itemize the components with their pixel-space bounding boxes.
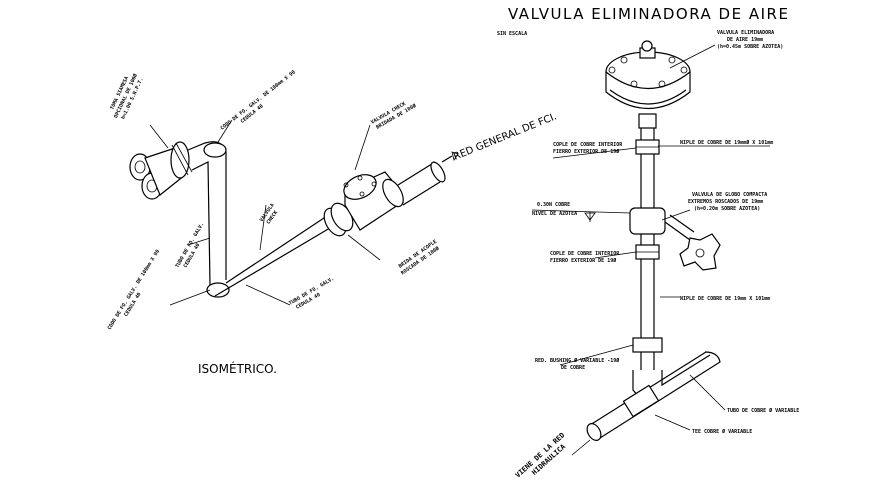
tee-pipe xyxy=(586,351,721,441)
label-tee: TEE COBRE Ø VARIABLE xyxy=(692,428,752,435)
iso-flow-arrow xyxy=(441,151,459,163)
label-coupling-top-1: COPLE DE COBRE INTERIOR xyxy=(553,142,623,148)
label-coupling-top-2: FIERRO EXTERIOR DE 19Ø xyxy=(553,148,619,155)
red-general-label: RED GENERAL DE FCI. xyxy=(452,111,558,162)
label-valve-name-1: VALVULA ELIMINADORA xyxy=(717,30,774,36)
label-coupling-bot-2: FIERRO EXTERIOR DE 19Ø xyxy=(550,257,616,264)
label-tube: TUBO DE COBRE Ø VARIABLE xyxy=(727,407,799,414)
label-globe-1: VALVULA DE GLOBO COMPACTA xyxy=(692,192,767,198)
iso-check-valve xyxy=(343,161,446,231)
isometric-caption: ISOMÉTRICO. xyxy=(198,361,277,376)
label-nipple-top: NIPLE DE COBRE DE 19mmØ X 101mm xyxy=(680,139,773,146)
label-valve-name-3: (h=0.45m SOBRE AZOTEA) xyxy=(717,44,783,50)
riser-pipe xyxy=(632,128,663,370)
label-coupling-bot-1: COPLE DE COBRE INTERIOR xyxy=(550,251,620,257)
leader-lines-left xyxy=(149,119,381,306)
leader-lines-right xyxy=(531,44,770,456)
label-nipple-bot: NIPLE DE COBRE DE 19mm X 101mm xyxy=(680,296,770,302)
label-azotea-2: NIVEL DE AZOTEA xyxy=(532,211,577,217)
scale-note: SIN ESCALA xyxy=(497,31,527,37)
air-release-valve xyxy=(605,40,691,129)
label-bushing-1: RED. BUSHING Ø VARIABLE -19Ø xyxy=(535,357,619,364)
iso-pipe-main xyxy=(214,202,354,297)
iso-pipe-left xyxy=(187,141,230,298)
globe-valve xyxy=(629,207,721,271)
label-bushing-2: DE COBRE xyxy=(561,365,585,371)
label-codo-top-1: CODO DE FO. GALV. DE 100mm X 90 xyxy=(220,69,297,131)
label-valve-name-2: DE AIRE 19mm xyxy=(727,37,763,43)
label-codo-bot-1: CODO DE FO. GALV. DE 100mm X 90 xyxy=(107,249,162,331)
siamese-connection xyxy=(129,141,193,200)
label-globe-2: EXTREMOS ROSCADOS DE 19mm xyxy=(688,199,763,205)
diagram-title: VALVULA ELIMINADORA DE AIRE xyxy=(508,5,789,23)
label-globe-3: (h=0.20m SOBRE AZOTEA) xyxy=(694,206,760,212)
label-azotea-1: 0.30N COBRE xyxy=(537,202,570,208)
